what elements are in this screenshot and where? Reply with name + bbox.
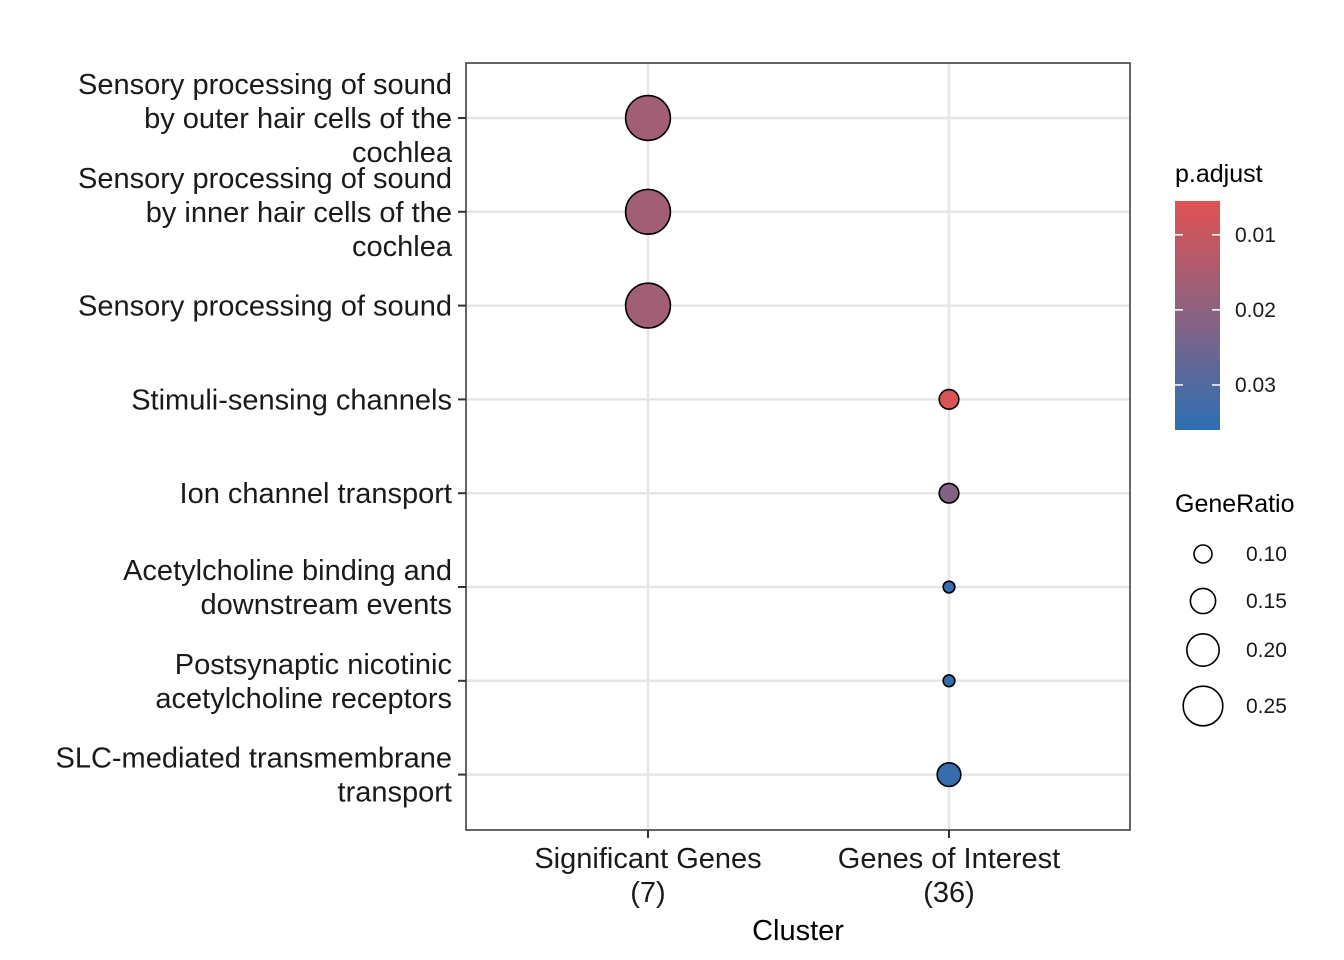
color-legend-label: 0.02 bbox=[1235, 299, 1276, 322]
size-legend-title: GeneRatio bbox=[1175, 490, 1295, 518]
size-legend-label: 0.15 bbox=[1246, 590, 1287, 613]
size-legend-label: 0.10 bbox=[1246, 543, 1287, 566]
data-point bbox=[938, 388, 960, 410]
data-points bbox=[624, 94, 962, 788]
data-point bbox=[938, 482, 960, 504]
data-point bbox=[624, 94, 672, 142]
size-legend-key bbox=[1193, 544, 1213, 564]
data-point bbox=[942, 580, 956, 594]
color-legend-bar bbox=[1175, 201, 1220, 430]
size-legend-label: 0.20 bbox=[1246, 639, 1287, 662]
x-tick-label: Significant Genes(7) bbox=[534, 843, 761, 909]
y-tick-label: Sensory processing of sound bbox=[78, 291, 452, 323]
size-legend-key bbox=[1182, 685, 1224, 727]
y-tick-label: Stimuli-sensing channels bbox=[131, 384, 452, 416]
x-axis: Significant Genes(7) Genes of Interest(36… bbox=[534, 830, 1060, 909]
data-point bbox=[942, 674, 956, 688]
data-point bbox=[624, 188, 672, 235]
x-axis-title: Cluster bbox=[752, 915, 844, 947]
grid-lines bbox=[466, 63, 1130, 830]
color-legend-label: 0.03 bbox=[1235, 374, 1276, 397]
size-legend-key bbox=[1186, 632, 1221, 667]
color-legend-title: p.adjust bbox=[1175, 160, 1263, 188]
y-tick-label: Ion channel transport bbox=[180, 478, 452, 510]
color-legend-label: 0.01 bbox=[1235, 224, 1276, 247]
size-legend-key bbox=[1189, 587, 1217, 615]
x-tick-label: Genes of Interest(36) bbox=[838, 843, 1060, 909]
data-point bbox=[624, 282, 672, 329]
plot-panel-border bbox=[465, 62, 1131, 831]
data-point bbox=[936, 761, 962, 788]
size-legend-label: 0.25 bbox=[1246, 695, 1287, 718]
